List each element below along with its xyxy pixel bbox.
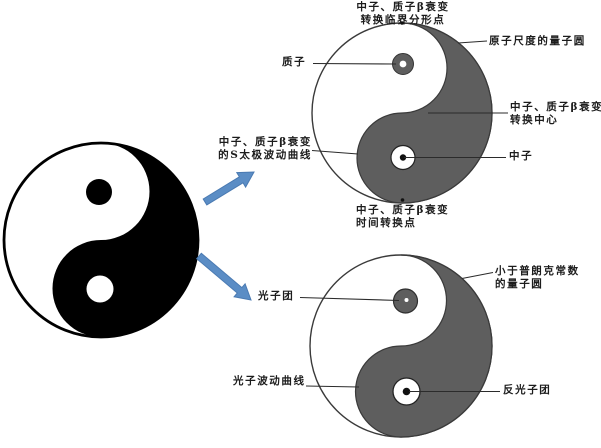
label-line: 中子、质子β衰变 [218, 136, 312, 148]
label-conversion-center: 中子、质子β衰变 转换中心 [510, 101, 601, 127]
antiphoton-eye [392, 377, 421, 406]
label-time-conversion-point: 中子、质子β衰变 时间转换点 [356, 204, 449, 230]
label-photon-cluster: 光子团 [258, 290, 295, 302]
atomic-leader [457, 40, 488, 44]
photon-leader [299, 296, 400, 302]
planck-leader [461, 271, 494, 280]
upper-quantum-taijitu [311, 21, 493, 204]
main-yang-eye [86, 179, 112, 205]
label-planck-quantum-circle: 小于普朗克常数 的量子圆 [495, 265, 580, 291]
proton-leader [312, 62, 397, 65]
neutron-eye [390, 144, 416, 171]
label-line: 中子、质子β衰变 [510, 101, 601, 113]
critical-fractal-point-dot [400, 21, 404, 25]
label-critical-fractal-point: 中子、质子β衰变 转换临界分形点 [325, 1, 481, 27]
label-line: 的量子圆 [495, 278, 544, 290]
arrow-to-upper-diagram [202, 171, 255, 206]
photon-eye [392, 288, 419, 314]
label-s-taiji-wave-curve: 中子、质子β衰变 的S太极波动曲线 [218, 136, 312, 162]
label-line: 的S太极波动曲线 [218, 149, 312, 161]
label-line: 中子、质子β衰变 [356, 204, 450, 216]
wave-leader [305, 385, 360, 388]
main-taijitu-symbol [2, 141, 200, 339]
time-conversion-point-dot [400, 198, 405, 202]
label-neutron: 中子 [509, 150, 534, 162]
label-antiphoton-cluster: 反光子团 [503, 384, 552, 396]
label-line: 中子、质子β衰变 [356, 1, 450, 13]
label-line: 转换中心 [510, 114, 559, 126]
label-atomic-scale-quantum-circle: 原子尺度的量子圆 [489, 35, 586, 47]
label-line: 小于普朗克常数 [495, 265, 580, 277]
leader-lines [299, 40, 508, 393]
arrow-to-lower-diagram [195, 252, 252, 301]
label-line: 转换临界分形点 [360, 14, 446, 26]
s-curve-leader [311, 149, 359, 155]
label-proton: 质子 [282, 56, 307, 68]
label-line: 时间转换点 [356, 217, 417, 229]
label-photon-wave-curve: 光子波动曲线 [233, 375, 306, 387]
main-yin-eye [86, 275, 114, 303]
lower-quantum-taijitu [309, 254, 493, 438]
